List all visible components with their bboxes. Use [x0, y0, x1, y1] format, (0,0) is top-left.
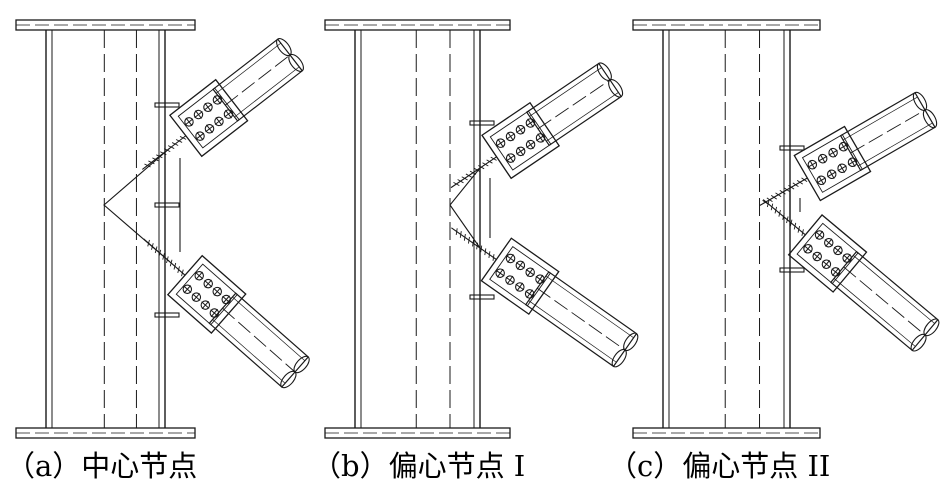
caption-b: （b）偏心节点 I [312, 449, 526, 483]
stiffener [469, 120, 495, 126]
column [324, 19, 511, 439]
stiffener [469, 294, 495, 300]
joint-b-eccentric-1 [324, 19, 639, 439]
splice-plate [481, 101, 561, 180]
caption-c: （c）偏心节点 II [608, 449, 831, 483]
brace-member [759, 91, 938, 206]
brace-member [762, 199, 940, 352]
gusset-plate [103, 147, 171, 263]
joint-a-center [15, 19, 310, 439]
caption-a: （a）中心节点 [6, 449, 198, 483]
stiffener [154, 312, 180, 318]
brace-member [141, 38, 304, 170]
column [632, 19, 821, 439]
column [15, 19, 196, 439]
brace-member [143, 238, 310, 389]
splice-plate [480, 237, 560, 316]
stiffener [154, 102, 180, 108]
joint-c-eccentric-2 [632, 19, 940, 439]
brace-member [450, 62, 624, 189]
splice-plate [793, 125, 872, 202]
gusset-plate [449, 167, 481, 249]
stiffener [779, 267, 805, 273]
brace-member [451, 227, 639, 368]
splice-plate [168, 78, 249, 158]
stiffener [779, 145, 805, 151]
stiffener [154, 202, 180, 208]
